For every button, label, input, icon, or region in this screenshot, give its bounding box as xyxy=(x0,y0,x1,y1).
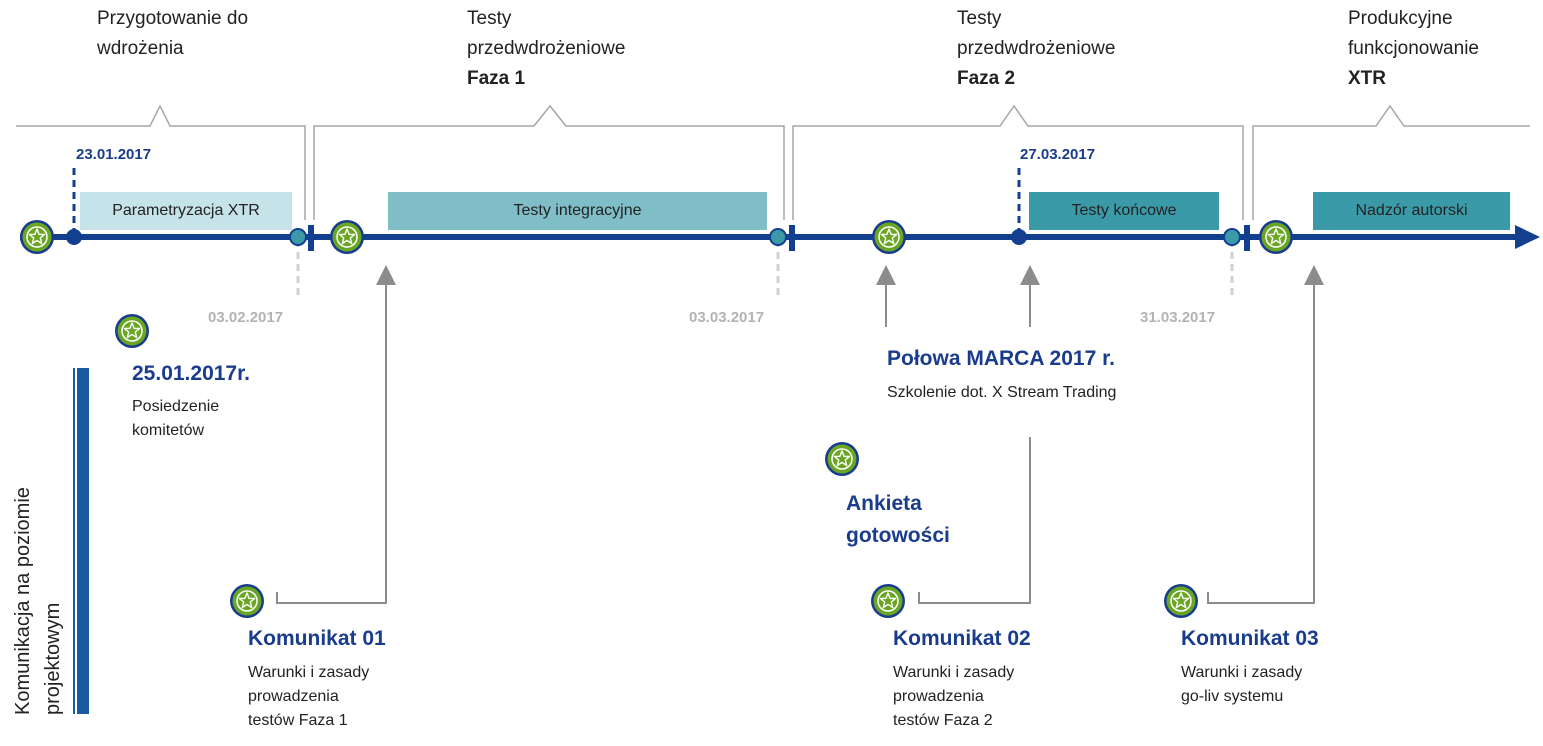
event-committee-line2: komitetów xyxy=(132,422,205,439)
event-training-title: Połowa MARCA 2017 r. xyxy=(887,347,1115,370)
phase-header-4-line1: Produkcyjne xyxy=(1348,8,1453,29)
side-label: Komunikacja na poziomie projektowym xyxy=(8,487,68,715)
side-accent-bar xyxy=(77,368,89,714)
star-icon xyxy=(114,313,150,349)
phase-separator-2 xyxy=(789,225,795,251)
event-msg2: Komunikat 02 Warunki i zasady prowadzeni… xyxy=(893,625,1031,733)
event-survey: Ankieta gotowości xyxy=(846,488,950,552)
event-training: Połowa MARCA 2017 r. Szkolenie dot. X St… xyxy=(887,345,1116,405)
event-survey-line2: gotowości xyxy=(846,524,950,547)
phase-bracket-3 xyxy=(792,104,1244,220)
star-icon xyxy=(870,583,906,619)
phase-header-1: Przygotowanie do wdrożenia xyxy=(97,4,248,64)
event-survey-line1: Ankieta xyxy=(846,492,922,515)
timeline-arrowhead xyxy=(1515,225,1540,249)
timeline-dot-31-03 xyxy=(1223,228,1241,246)
star-icon xyxy=(824,441,860,477)
event-msg2-line1: Warunki i zasady xyxy=(893,664,1015,681)
bar-nadzor-autorski-label: Nadzór autorski xyxy=(1355,202,1468,219)
star-icon xyxy=(329,219,365,255)
phase-header-3: Testy przedwdrożeniowe Faza 2 xyxy=(957,4,1115,94)
phase-bracket-2 xyxy=(313,104,785,220)
event-msg2-line3: testów Faza 2 xyxy=(893,712,993,729)
event-committee: 25.01.2017r. Posiedzenie komitetów xyxy=(132,360,250,443)
star-icon xyxy=(1258,219,1294,255)
bar-testy-koncowe: Testy końcowe xyxy=(1029,192,1219,230)
phase-header-4: Produkcyjne funkcjonowanie XTR xyxy=(1348,4,1479,94)
phase-header-1-line1: Przygotowanie do xyxy=(97,8,249,29)
side-label-line1: Komunikacja na poziomie xyxy=(12,487,34,715)
bar-parametryzacja-label: Parametryzacja XTR xyxy=(112,202,260,219)
event-msg1-line3: testów Faza 1 xyxy=(248,712,348,729)
phase-header-3-line3: Faza 2 xyxy=(957,68,1016,89)
date-label-03-03: 03.03.2017 xyxy=(689,309,765,326)
event-msg3-line1: Warunki i zasady xyxy=(1181,664,1303,681)
phase-header-4-line2: funkcjonowanie xyxy=(1348,38,1479,59)
bar-testy-integracyjne-label: Testy integracyjne xyxy=(513,202,642,219)
phase-separator-3 xyxy=(1244,225,1250,251)
event-training-text: Szkolenie dot. X Stream Trading xyxy=(887,384,1117,401)
bar-parametryzacja: Parametryzacja XTR xyxy=(80,192,292,230)
side-label-line2: projektowym xyxy=(42,602,64,715)
event-msg1-line2: prowadzenia xyxy=(248,688,339,705)
phase-header-2: Testy przedwdrożeniowe Faza 1 xyxy=(467,4,625,94)
event-msg3-title: Komunikat 03 xyxy=(1181,627,1319,650)
connector-line-msg2 xyxy=(918,437,1031,604)
event-msg3: Komunikat 03 Warunki i zasady go-liv sys… xyxy=(1181,625,1319,709)
event-committee-line1: Posiedzenie xyxy=(132,398,220,415)
bar-testy-koncowe-label: Testy końcowe xyxy=(1071,202,1177,219)
phase-header-2-line1: Testy xyxy=(467,8,512,29)
bar-testy-integracyjne: Testy integracyjne xyxy=(388,192,767,230)
star-icon xyxy=(229,583,265,619)
star-icon xyxy=(19,219,55,255)
phase-header-3-line1: Testy xyxy=(957,8,1002,29)
date-label-27-03: 27.03.2017 xyxy=(1020,146,1096,163)
phase-header-4-line3: XTR xyxy=(1348,68,1386,89)
timeline-dot-27-03 xyxy=(1011,229,1027,245)
phase-header-3-line2: przedwdrożeniowe xyxy=(957,38,1116,59)
bar-nadzor-autorski: Nadzór autorski xyxy=(1313,192,1510,230)
phase-bracket-1 xyxy=(16,104,306,220)
phase-bracket-4 xyxy=(1252,104,1530,220)
timeline-dot-03-03 xyxy=(769,228,787,246)
event-msg2-line2: prowadzenia xyxy=(893,688,984,705)
connector-arrow-msg3 xyxy=(1207,265,1324,604)
phase-header-1-line2: wdrożenia xyxy=(97,38,184,59)
event-msg2-title: Komunikat 02 xyxy=(893,627,1031,650)
star-icon xyxy=(1163,583,1199,619)
phase-header-2-line2: przedwdrożeniowe xyxy=(467,38,626,59)
phase-header-2-line3: Faza 1 xyxy=(467,68,526,89)
event-msg1: Komunikat 01 Warunki i zasady prowadzeni… xyxy=(248,625,386,733)
timeline-dot-23-01 xyxy=(66,229,82,245)
event-msg1-line1: Warunki i zasady xyxy=(248,664,370,681)
timeline-dot-03-02 xyxy=(289,228,307,246)
phase-separator-1 xyxy=(308,225,314,251)
date-label-03-02: 03.02.2017 xyxy=(208,309,284,326)
event-msg1-title: Komunikat 01 xyxy=(248,627,386,650)
date-label-31-03: 31.03.2017 xyxy=(1140,309,1216,326)
event-msg3-line2: go-liv systemu xyxy=(1181,688,1284,705)
star-icon xyxy=(871,219,907,255)
connector-arrow-msg1 xyxy=(276,265,396,604)
date-label-23-01: 23.01.2017 xyxy=(76,146,152,163)
event-committee-title: 25.01.2017r. xyxy=(132,362,250,385)
